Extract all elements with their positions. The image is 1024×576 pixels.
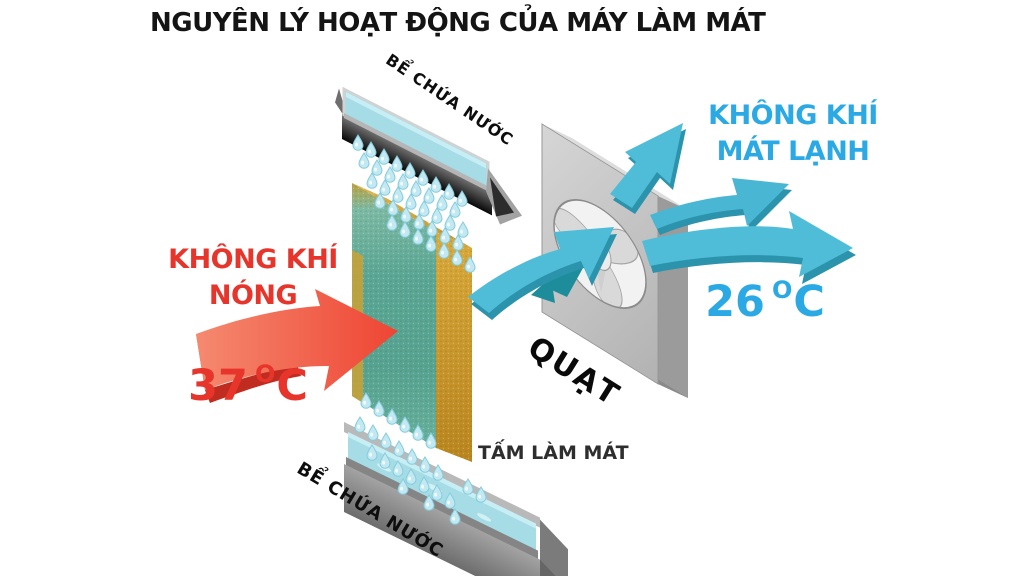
pad-label: TẤM LÀM MÁT <box>478 442 629 464</box>
hot-temp-unit: C <box>276 361 308 411</box>
cold-air-label-line1: KHÔNG KHÍ <box>708 100 878 131</box>
hot-air-label-line2: NÓNG <box>208 280 298 311</box>
hot-temp-value: 37 <box>188 361 248 411</box>
cold-air-arrow-right <box>650 178 792 235</box>
hot-temp-degree: O <box>254 360 276 388</box>
top-water-tank <box>335 86 522 225</box>
cold-air-arrow-main <box>468 227 617 320</box>
cold-air-arrows <box>468 123 856 320</box>
hot-air-label-line1: KHÔNG KHÍ <box>168 244 338 275</box>
cold-air-label-line2: MÁT LẠNH <box>716 136 870 167</box>
cold-air-arrow-down <box>642 211 856 284</box>
bottom-water-tank <box>344 422 568 576</box>
cold-air-arrow-up <box>610 123 686 214</box>
cold-temp-value: 26 <box>705 277 765 327</box>
hot-air-label: KHÔNG KHÍ NÓNG <box>138 242 368 314</box>
cold-temp-degree: O <box>771 276 793 304</box>
cold-temp-unit: C <box>793 277 825 327</box>
diagram-title: NGUYÊN LÝ HOẠT ĐỘNG CỦA MÁY LÀM MÁT <box>150 8 766 38</box>
hot-air-arrow <box>196 289 398 403</box>
cold-air-label: KHÔNG KHÍ MÁT LẠNH <box>678 98 908 170</box>
